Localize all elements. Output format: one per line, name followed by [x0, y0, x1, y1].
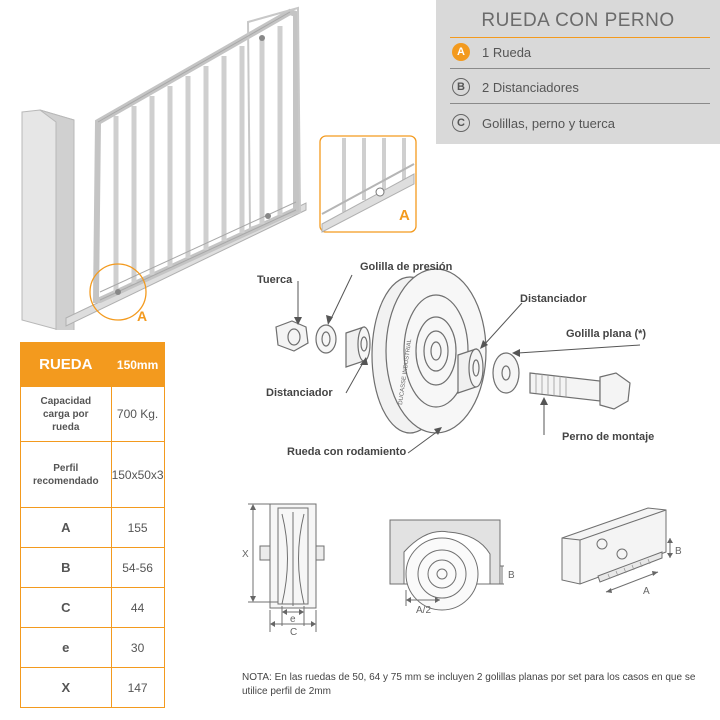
- row-value: 700 Kg.: [110, 386, 165, 442]
- legend-item-a: A 1 Rueda: [452, 41, 531, 63]
- row-value: 54-56: [110, 547, 165, 588]
- dimension-profile-view: B A: [561, 507, 682, 597]
- row-value: 155: [110, 507, 165, 548]
- row-label: A: [20, 507, 112, 548]
- label-perno: Perno de montaje: [562, 431, 655, 443]
- row-label: e: [20, 627, 112, 668]
- legend-item-b-text: 2 Distanciadores: [482, 79, 579, 95]
- table-header: RUEDA 150mm: [20, 342, 165, 387]
- row-label: Perfil recomendado: [20, 441, 112, 508]
- row-value: 30: [110, 627, 165, 668]
- table-row: Perfil recomendado 150x50x3: [20, 441, 165, 508]
- gate-callout-label: A: [137, 308, 148, 324]
- row-value: 150x50x3: [110, 441, 165, 508]
- dim-a: A: [643, 586, 650, 597]
- header-label: RUEDA: [20, 342, 112, 387]
- dim-b2: B: [675, 546, 682, 557]
- table-row: X 147: [20, 667, 165, 708]
- dim-b1: B: [508, 570, 515, 581]
- label-golilla-presion: Golilla de presión: [360, 261, 453, 273]
- gate-illustration: [21, 6, 307, 330]
- dimension-front-view: X e C: [242, 503, 325, 638]
- table-row: B 54-56: [20, 547, 165, 588]
- label-tuerca: Tuerca: [257, 274, 293, 286]
- badge-c: C: [452, 114, 470, 132]
- legend-item-c: C Golillas, perno y tuerca: [452, 112, 615, 134]
- label-distanciador-left: Distanciador: [266, 387, 333, 399]
- dim-e: e: [290, 614, 296, 625]
- dim-a2: A/2: [416, 605, 431, 616]
- dim-x: X: [242, 549, 249, 560]
- table-row: Capacidad carga por rueda 700 Kg.: [20, 386, 165, 442]
- table-row: C 44: [20, 587, 165, 628]
- legend-title: RUEDA CON PERNO: [481, 10, 675, 31]
- legend-item-b: B 2 Distanciadores: [452, 76, 579, 98]
- row-label: C: [20, 587, 112, 628]
- label-distanciador-top: Distanciador: [520, 293, 587, 305]
- footnote: NOTA: En las ruedas de 50, 64 y 75 mm se…: [242, 672, 696, 697]
- legend-item-c-text: Golillas, perno y tuerca: [482, 115, 615, 131]
- badge-b: B: [452, 78, 470, 96]
- label-golilla-plana: Golilla plana (*): [566, 328, 647, 340]
- row-label: B: [20, 547, 112, 588]
- row-value: 44: [110, 587, 165, 628]
- detail-inset: [319, 135, 417, 233]
- table-row: A 155: [20, 507, 165, 548]
- legend-item-a-text: 1 Rueda: [482, 44, 532, 60]
- dimension-side-view: B A/2: [389, 519, 515, 616]
- legend-panel: RUEDA CON PERNO A 1 Rueda B 2 Distanciad…: [436, 0, 720, 144]
- table-row: e 30: [20, 627, 165, 668]
- spec-table: RUEDA 150mm Capacidad carga por rueda 70…: [20, 342, 165, 708]
- exploded-view: DUCASSE INDUSTRIAL: [275, 268, 641, 454]
- row-label: Capacidad carga por rueda: [20, 386, 112, 442]
- detail-callout-label: A: [399, 207, 410, 224]
- label-rueda: Rueda con rodamiento: [287, 446, 407, 458]
- header-value: 150mm: [110, 342, 165, 387]
- row-label: X: [20, 667, 112, 708]
- badge-a: A: [452, 43, 470, 61]
- dim-c: C: [290, 627, 297, 638]
- row-value: 147: [110, 667, 165, 708]
